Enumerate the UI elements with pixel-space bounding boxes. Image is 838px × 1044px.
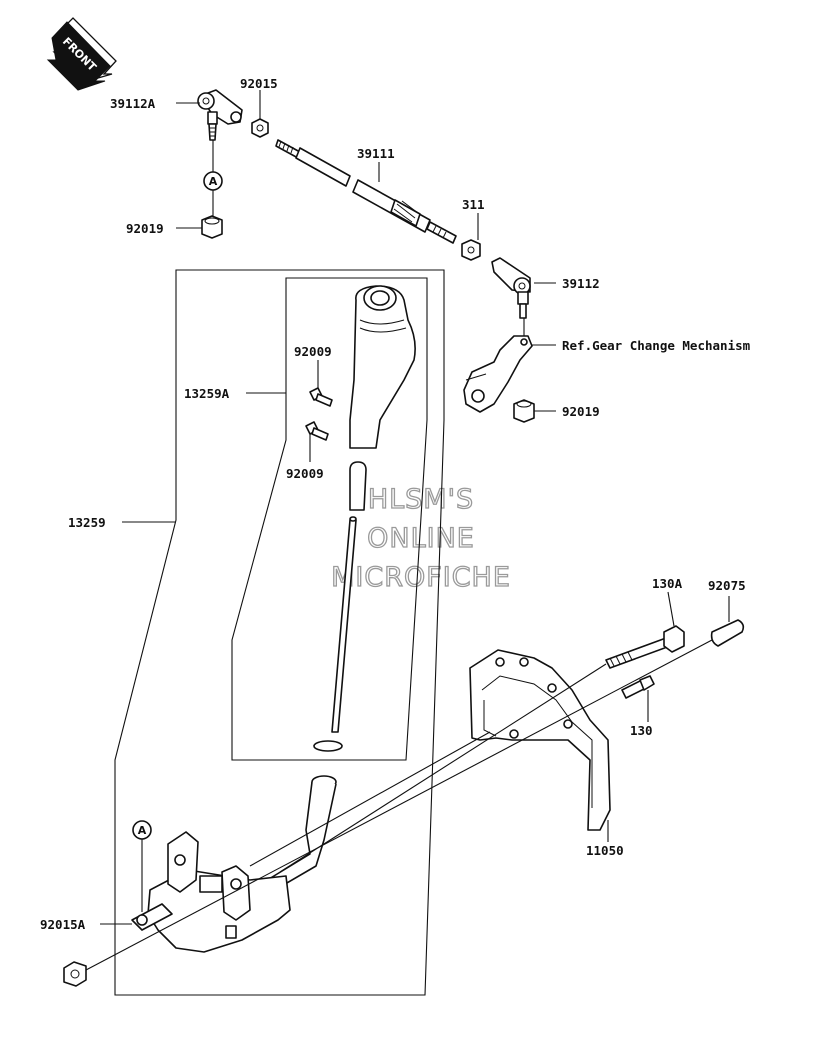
shift-rod bbox=[331, 519, 357, 733]
label-39112: 39112 bbox=[562, 276, 600, 291]
inner-group-frame bbox=[231, 277, 428, 761]
tie-rod-end-39112 bbox=[491, 257, 531, 319]
label-39111: 39111 bbox=[357, 146, 395, 161]
front-arrow-icon: FRONT bbox=[46, 17, 117, 91]
label-ref-gear-change: Ref.Gear Change Mechanism bbox=[562, 338, 751, 353]
shift-lever-pipe bbox=[263, 775, 337, 895]
part-labels: 39112A 92015 39111 92019 311 39112 Ref.G… bbox=[40, 76, 751, 932]
watermark-line-1: HLSM'S bbox=[368, 484, 474, 515]
label-92075: 92075 bbox=[708, 578, 746, 593]
callout-marker-a-top: A bbox=[203, 171, 223, 191]
spacer-92075 bbox=[710, 619, 745, 647]
label-130A: 130A bbox=[652, 576, 683, 591]
label-92009-bottom: 92009 bbox=[286, 466, 324, 481]
label-13259: 13259 bbox=[68, 515, 106, 530]
bolt-130A bbox=[605, 625, 685, 669]
nut-92015 bbox=[251, 118, 269, 138]
screw-92009-top bbox=[309, 387, 333, 407]
o-ring bbox=[313, 740, 343, 752]
svg-text:A: A bbox=[209, 175, 218, 188]
watermark: HLSM'S ONLINE MICROFICHE bbox=[330, 483, 511, 593]
bracket-11050 bbox=[469, 649, 611, 831]
rod-39111 bbox=[275, 139, 457, 244]
label-130: 130 bbox=[630, 723, 653, 738]
shift-knob bbox=[349, 285, 416, 449]
nut-92019-top bbox=[201, 215, 223, 239]
label-13259A: 13259A bbox=[184, 386, 230, 401]
shift-rod-tip bbox=[349, 516, 357, 522]
label-311: 311 bbox=[462, 197, 485, 212]
callout-marker-a-bottom: A bbox=[132, 820, 152, 840]
bolt-130 bbox=[621, 675, 655, 699]
screw-92009-bottom bbox=[305, 421, 329, 441]
nut-92015A bbox=[63, 961, 87, 987]
outer-group-frame bbox=[114, 269, 445, 996]
svg-text:A: A bbox=[138, 824, 147, 837]
shift-rod-sleeve bbox=[349, 461, 367, 511]
label-11050: 11050 bbox=[586, 843, 624, 858]
label-92009-top: 92009 bbox=[294, 344, 332, 359]
label-92019-top: 92019 bbox=[126, 221, 164, 236]
label-39112A: 39112A bbox=[110, 96, 156, 111]
label-92015: 92015 bbox=[240, 76, 278, 91]
tie-rod-end-39112A bbox=[197, 89, 243, 141]
watermark-line-3: MICROFICHE bbox=[331, 562, 511, 593]
label-92015A: 92015A bbox=[40, 917, 86, 932]
nut-311 bbox=[461, 239, 481, 261]
shift-housing bbox=[131, 831, 291, 953]
gear-change-arm bbox=[463, 335, 533, 413]
leader-lines bbox=[85, 90, 730, 971]
label-92019-right: 92019 bbox=[562, 404, 600, 419]
watermark-line-2: ONLINE bbox=[367, 523, 475, 554]
nut-92019-right bbox=[513, 399, 535, 423]
